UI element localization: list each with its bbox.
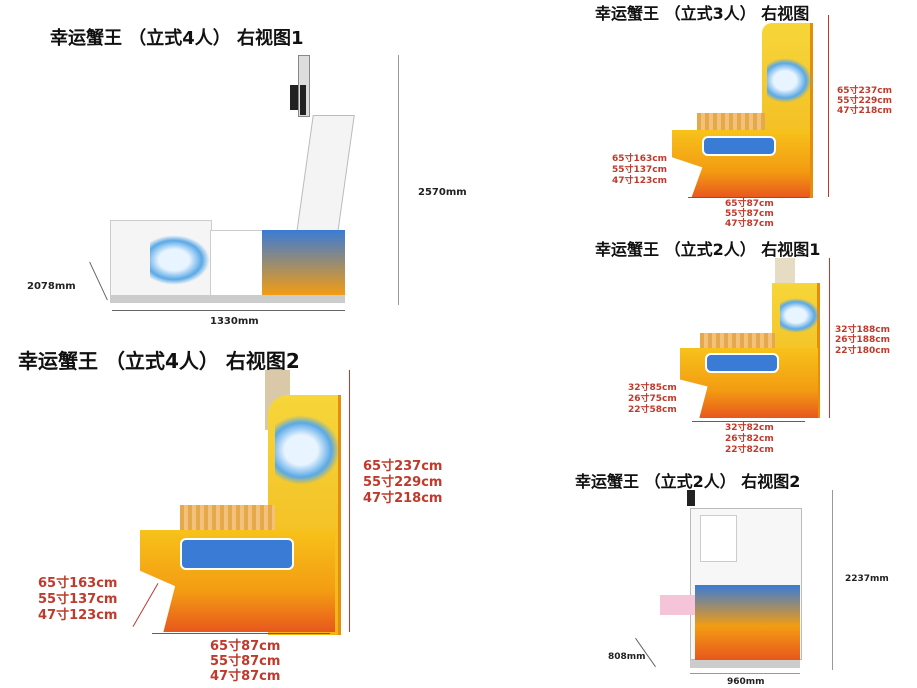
height-label: 47寸218cm (363, 491, 443, 506)
width-line (690, 673, 800, 674)
depth-label: 2078mm (27, 281, 76, 292)
view3-title: 幸运蟹王 （立式3人） 右视图 (595, 4, 810, 23)
machine-3p-side-photo (672, 18, 813, 198)
front-label: 47寸123cm (612, 176, 668, 186)
height-line (828, 15, 829, 197)
front-label: 22寸58cm (628, 405, 677, 415)
height-label: 26寸188cm (835, 335, 891, 345)
width-label: 32寸82cm (725, 423, 774, 433)
width-label: 65寸87cm (210, 639, 281, 654)
width-label: 47寸87cm (725, 219, 774, 229)
front-label: 65寸163cm (38, 576, 118, 591)
machine-2p-side-photo-1 (680, 258, 822, 418)
machine-4p-side-photo-2 (140, 370, 341, 635)
height-label: 22寸180cm (835, 346, 891, 356)
front-label: 55寸137cm (38, 592, 118, 607)
front-label: 55寸137cm (612, 165, 668, 175)
front-label: 26寸75cm (628, 394, 677, 404)
front-label: 47寸123cm (38, 608, 118, 623)
width-line (112, 310, 345, 311)
height-label: 2570mm (418, 187, 467, 198)
width-label: 960mm (727, 677, 765, 687)
height-line (349, 370, 350, 632)
view2-title: 幸运蟹王 （立式4人） 右视图2 (18, 349, 300, 373)
width-label: 55寸87cm (210, 654, 281, 669)
front-label: 32寸85cm (628, 383, 677, 393)
width-label: 1330mm (210, 316, 259, 327)
view4-title: 幸运蟹王 （立式2人） 右视图1 (595, 240, 821, 259)
height-line (832, 490, 833, 670)
width-label: 65寸87cm (725, 199, 774, 209)
height-label: 32寸188cm (835, 325, 891, 335)
width-line (692, 421, 805, 422)
width-line (688, 197, 808, 198)
width-label: 55寸87cm (725, 209, 774, 219)
machine-4p-side-photo-1 (110, 55, 355, 305)
view5-title: 幸运蟹王 （立式2人） 右视图2 (575, 472, 801, 491)
width-line (152, 633, 330, 634)
height-line (398, 55, 399, 305)
depth-label: 808mm (608, 652, 646, 662)
height-label: 2237mm (845, 574, 889, 584)
height-label: 65寸237cm (363, 459, 443, 474)
height-label: 55寸229cm (837, 96, 893, 106)
width-label: 47寸87cm (210, 669, 281, 684)
height-label: 47寸218cm (837, 106, 893, 116)
view1-title: 幸运蟹王 （立式4人） 右视图1 (50, 28, 304, 49)
machine-2p-side-photo-2 (660, 490, 802, 670)
front-label: 65寸163cm (612, 154, 668, 164)
height-label: 55寸229cm (363, 475, 443, 490)
width-label: 26寸82cm (725, 434, 774, 444)
height-line (829, 258, 830, 418)
height-label: 65寸237cm (837, 86, 893, 96)
width-label: 22寸82cm (725, 445, 774, 455)
